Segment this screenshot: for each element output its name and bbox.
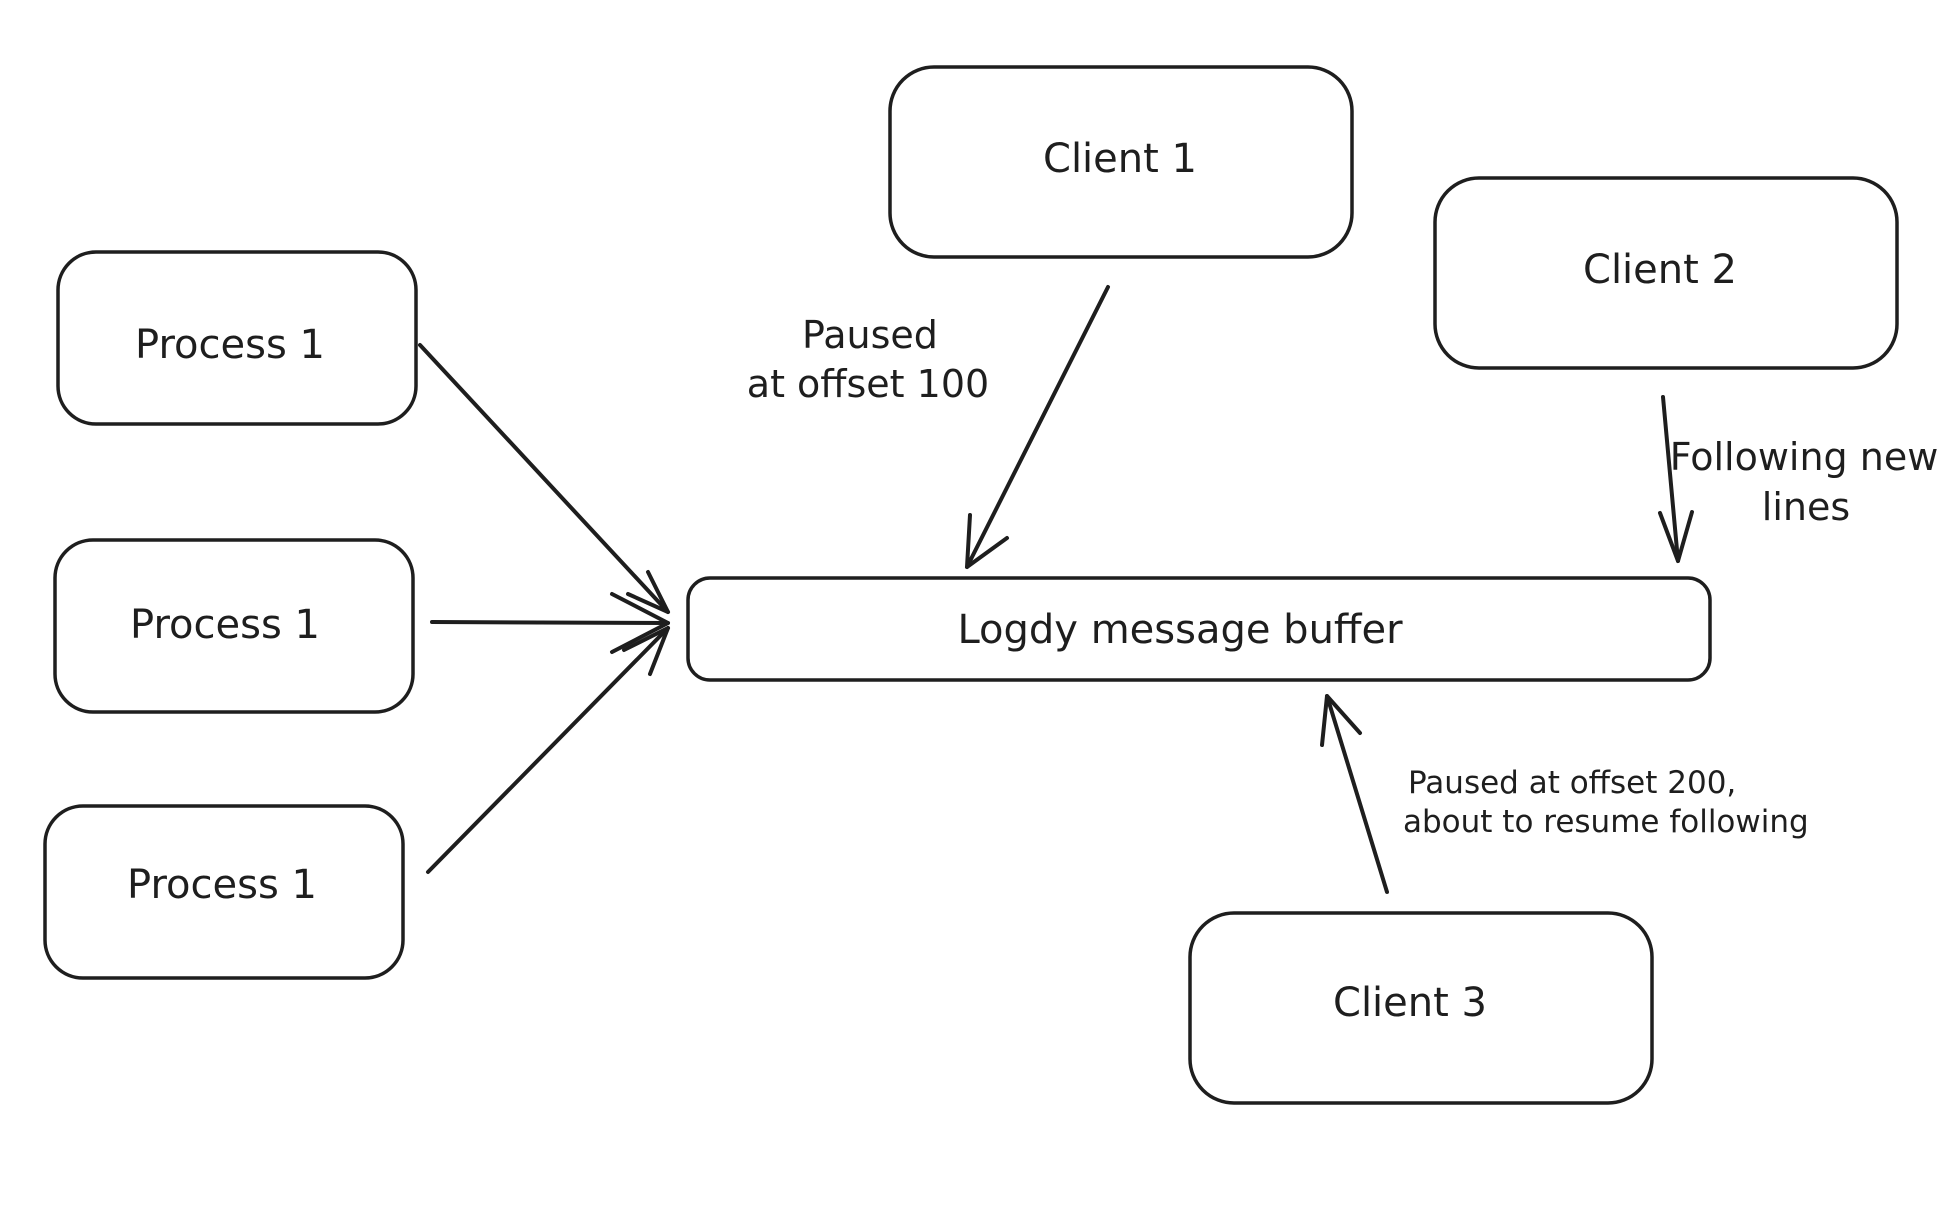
arrow-client-2-to-buffer <box>1658 395 1694 563</box>
annotation-client-1-line-2: at offset 100 <box>747 362 989 406</box>
client-node-2-label: Client 2 <box>1583 247 1737 293</box>
annotation-client-1-line-1: Paused <box>802 313 938 357</box>
client-node-1[interactable]: Client 1 <box>888 65 1354 259</box>
annotation-client-1: Paused at offset 100 <box>747 313 989 406</box>
message-buffer-node[interactable]: Logdy message buffer <box>686 576 1712 682</box>
annotation-client-2-line-2: lines <box>1762 485 1850 529</box>
process-node-3[interactable]: Process 1 <box>43 804 405 980</box>
annotation-client-3-line-1: Paused at offset 200, <box>1408 765 1736 801</box>
process-node-1[interactable]: Process 1 <box>56 250 418 426</box>
client-node-3[interactable]: Client 3 <box>1188 911 1654 1105</box>
arrow-client-3-to-buffer <box>1320 694 1389 894</box>
annotation-client-3-line-2: about to resume following <box>1403 804 1809 840</box>
arrow-process-1-to-buffer <box>418 343 670 614</box>
process-node-3-label: Process 1 <box>127 862 317 908</box>
client-node-3-label: Client 3 <box>1333 980 1487 1026</box>
arrow-process-3-to-buffer <box>426 626 670 874</box>
arrow-client-1-to-buffer <box>965 285 1110 569</box>
arrow-process-2-to-buffer <box>430 592 670 654</box>
annotation-client-2-line-1: Following new <box>1670 435 1939 479</box>
annotation-client-2: Following new lines <box>1670 435 1939 529</box>
client-node-1-label: Client 1 <box>1043 136 1197 182</box>
client-node-2[interactable]: Client 2 <box>1433 176 1899 370</box>
process-node-2[interactable]: Process 1 <box>53 538 415 714</box>
process-node-2-label: Process 1 <box>130 602 320 648</box>
message-buffer-label: Logdy message buffer <box>957 607 1403 653</box>
annotation-client-3: Paused at offset 200, about to resume fo… <box>1403 765 1809 840</box>
process-node-1-label: Process 1 <box>135 322 325 368</box>
